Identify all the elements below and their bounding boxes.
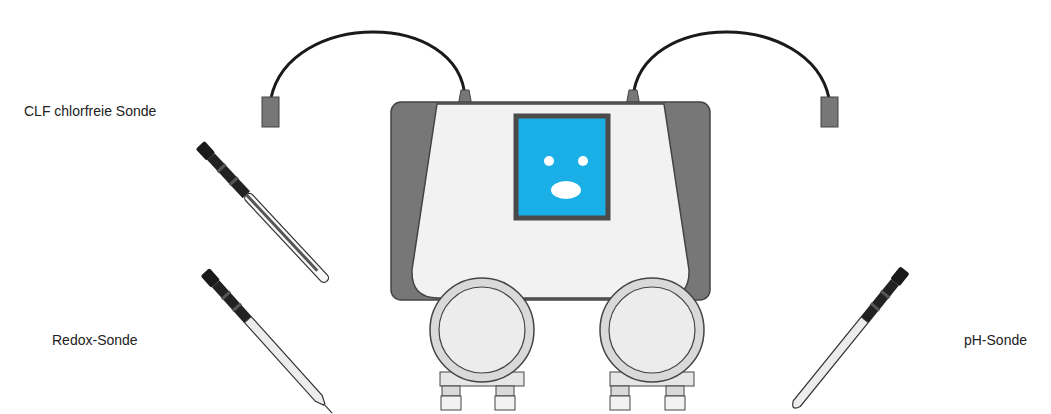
dosing-pump — [600, 278, 704, 410]
clf-probe — [196, 141, 332, 285]
cable — [633, 32, 829, 98]
screen-eye — [578, 156, 588, 166]
cable-plug — [262, 97, 279, 127]
dosing-pump — [430, 278, 534, 410]
housing — [391, 102, 710, 300]
ph-probe — [789, 266, 910, 411]
redox-probe — [201, 268, 337, 414]
cable — [271, 32, 465, 98]
probe-label: pH-Sonde — [964, 332, 1027, 348]
probe-label: CLF chlorfreie Sonde — [24, 103, 156, 119]
cable-plug — [821, 97, 838, 127]
display-screen — [516, 116, 608, 218]
probe-label: Redox-Sonde — [52, 332, 138, 348]
front-panel — [412, 104, 689, 298]
screen-eye — [544, 156, 554, 166]
screen-mouth — [551, 181, 581, 199]
